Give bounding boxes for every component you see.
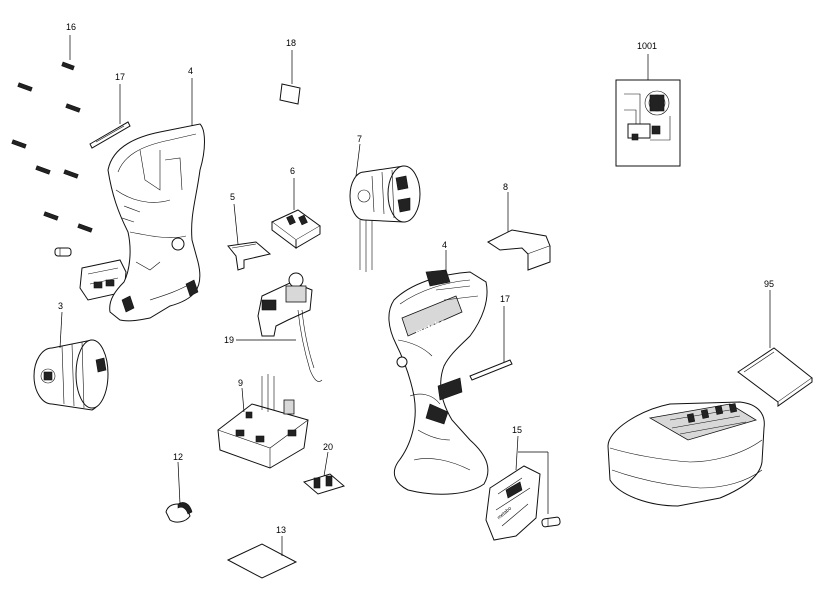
callout-95: 95 <box>764 279 774 289</box>
part-5-lever: 5 <box>227 192 272 271</box>
part-20-bracket: 20 <box>302 442 346 495</box>
part-17-label-strip-lower: 17 <box>469 294 513 381</box>
part-18-pad: 18 <box>279 38 301 105</box>
callout-18: 18 <box>286 38 296 48</box>
part-6-carrier: 6 <box>271 166 321 249</box>
callout-1001: 1001 <box>637 41 657 51</box>
part-9-electronics: 9 <box>217 374 309 469</box>
callout-5: 5 <box>230 192 235 202</box>
callout-13: 13 <box>276 525 286 535</box>
callout-15: 15 <box>512 425 522 435</box>
part-4-housing-half-left: 4 <box>107 66 205 322</box>
part-1001-wiring-card: 1001 <box>615 41 681 167</box>
callout-12: 12 <box>173 452 183 462</box>
callout-8: 8 <box>503 182 508 192</box>
callout-4-lower: 4 <box>442 240 447 250</box>
callout-3: 3 <box>58 301 63 311</box>
part-95-cover-plate: 95 <box>737 279 813 407</box>
part-17-label-strip-upper: 17 <box>89 72 131 149</box>
callout-4-upper: 4 <box>188 66 193 76</box>
callout-17-upper: 17 <box>115 72 125 82</box>
part-3-gearbox: 3 <box>33 301 109 411</box>
callout-16: 16 <box>66 22 76 32</box>
callout-9: 9 <box>238 378 243 388</box>
part-7-motor: 7 <box>349 134 421 272</box>
pin-part <box>54 247 72 257</box>
part-12-clip: 12 <box>165 452 193 523</box>
part-15-screw <box>541 516 561 528</box>
callout-6: 6 <box>290 166 295 176</box>
part-16-screws: 16 <box>11 22 93 233</box>
part-13-label-sheet: 13 <box>226 525 298 579</box>
part-19-trigger-switch: 19 <box>224 272 323 382</box>
callout-17-lower: 17 <box>500 294 510 304</box>
callout-7: 7 <box>357 134 362 144</box>
callout-19: 19 <box>224 335 234 345</box>
part-8-clip: 8 <box>487 182 551 271</box>
part-4-housing-assembled: metabo 4 <box>388 240 489 495</box>
callout-20: 20 <box>323 442 333 452</box>
part-15-side-panel: metabo 15 <box>485 425 549 541</box>
battery-pack <box>607 401 765 507</box>
